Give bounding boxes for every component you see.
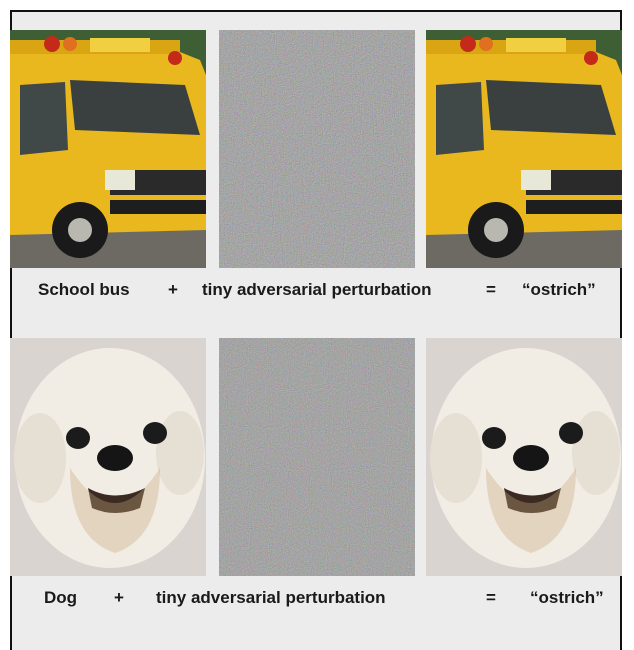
plus-sign: + (114, 588, 124, 607)
subject-label: Dog (44, 588, 78, 607)
perturbation-label: tiny adversarial perturbation (156, 588, 386, 607)
dog-perturbation-image (219, 338, 415, 576)
equals-sign: = (486, 280, 496, 299)
dog-caption: Dog + tiny adversarial perturbation = “o… (10, 588, 622, 614)
perturbation-label: tiny adversarial perturbation (202, 280, 432, 299)
result-label: “ostrich” (530, 588, 604, 607)
subject-label: School bus (38, 280, 130, 299)
equals-sign: = (486, 588, 496, 607)
result-label: “ostrich” (522, 280, 596, 299)
school-bus-caption: School bus + tiny adversarial perturbati… (10, 280, 622, 306)
school-bus-original-image (10, 30, 206, 268)
dog-adversarial-image (426, 338, 622, 576)
plus-sign: + (168, 280, 178, 299)
school-bus-perturbation-image (219, 30, 415, 268)
school-bus-adversarial-image (426, 30, 622, 268)
dog-original-image (10, 338, 206, 576)
